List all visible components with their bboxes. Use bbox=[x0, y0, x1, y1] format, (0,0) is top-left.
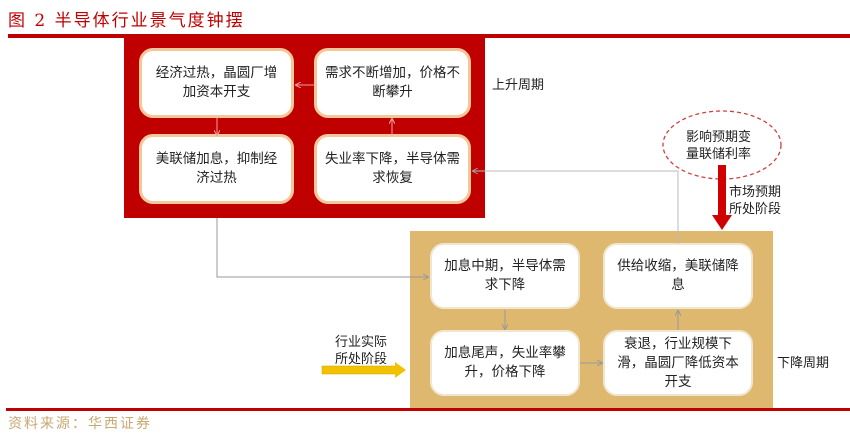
downcycle-box-recession: 衰退，行业规模下滑，晶圆厂降低资本开支 bbox=[603, 330, 753, 396]
expectation-ellipse bbox=[662, 110, 782, 180]
bottom-rule bbox=[6, 408, 850, 411]
upcycle-box-demand-rise: 需求不断增加，价格不断攀升 bbox=[314, 48, 471, 118]
expectation-line1: 影响预期变 bbox=[686, 130, 752, 145]
actual-stage-line2: 所处阶段 bbox=[335, 352, 388, 367]
upcycle-box-rate-hike: 美联储加息，抑制经济过热 bbox=[139, 134, 294, 204]
upcycle-panel: 经济过热，晶圆厂增加资本开支 需求不断增加，价格不断攀升 美联储加息，抑制经济过… bbox=[124, 36, 485, 218]
actual-stage-label: 行业实际 所处阶段 bbox=[335, 334, 387, 368]
downcycle-box-late-hike: 加息尾声，失业率攀升，价格下降 bbox=[430, 330, 580, 396]
arrow-hike-to-midhike bbox=[216, 218, 428, 277]
upcycle-label: 上升周期 bbox=[492, 78, 545, 93]
downcycle-box-mid-hike: 加息中期，半导体需求下降 bbox=[430, 243, 580, 309]
market-stage-line2: 所处阶段 bbox=[729, 202, 782, 217]
arrow-cut-to-recovery bbox=[473, 171, 679, 244]
actual-arrow-head bbox=[395, 362, 406, 378]
market-stage-line1: 市场预期 bbox=[729, 185, 782, 200]
actual-stage-line1: 行业实际 bbox=[335, 335, 388, 350]
source-note: 资料来源：华西证券 bbox=[8, 416, 152, 432]
upcycle-box-recovery: 失业率下降，半导体需求恢复 bbox=[314, 134, 471, 204]
figure-title: 图 2 半导体行业景气度钟摆 bbox=[8, 11, 245, 31]
downcycle-panel: 加息中期，半导体需求下降 供给收缩，美联储降息 加息尾声，失业率攀升，价格下降 … bbox=[410, 231, 773, 409]
upcycle-box-overheat: 经济过热，晶圆厂增加资本开支 bbox=[139, 48, 294, 118]
market-arrow-shaft bbox=[718, 165, 726, 217]
market-arrow-head bbox=[712, 215, 732, 230]
downcycle-label: 下降周期 bbox=[777, 356, 830, 371]
expectation-variable-text: 影响预期变 量联储利率 bbox=[686, 129, 751, 163]
market-stage-label: 市场预期 所处阶段 bbox=[729, 184, 781, 218]
downcycle-box-rate-cut: 供给收缩，美联储降息 bbox=[603, 243, 753, 309]
expectation-line2: 量联储利率 bbox=[686, 147, 752, 162]
